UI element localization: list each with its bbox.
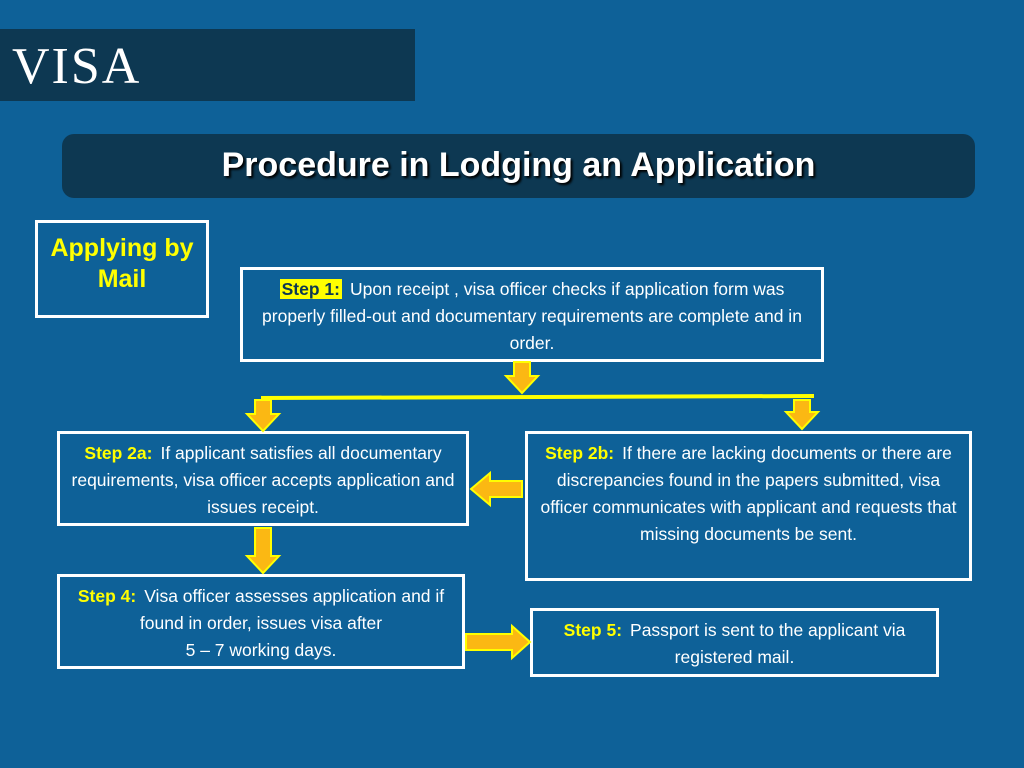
down-arrow-icon — [244, 399, 282, 433]
step4-label: Step 4: — [77, 586, 137, 606]
slide-title: VISA — [12, 38, 142, 95]
step2a-text: If applicant satisfies all documentary r… — [71, 443, 455, 517]
step4-text: Visa officer assesses application and if… — [139, 586, 445, 633]
title-bar: VISA — [0, 29, 415, 101]
step2b-text: If there are lacking documents or there … — [540, 443, 957, 544]
step1-box: Step 1:Upon receipt , visa officer check… — [240, 267, 824, 362]
step5-text: Passport is sent to the applicant via re… — [630, 620, 906, 667]
step5-label: Step 5: — [563, 620, 623, 640]
down-arrow-icon — [503, 361, 541, 395]
slide-subtitle: Procedure in Lodging an Application — [221, 146, 816, 184]
step2b-box: Step 2b:If there are lacking documents o… — [525, 431, 972, 581]
mode-label: Applying by Mail — [50, 234, 194, 293]
step2a-label: Step 2a: — [84, 443, 153, 463]
step4-box: Step 4:Visa officer assesses application… — [57, 574, 465, 669]
down-arrow-icon — [244, 527, 282, 575]
step4-text-line2: 5 – 7 working days. — [185, 640, 337, 660]
step5-box: Step 5: Passport is sent to the applicant… — [530, 608, 939, 677]
right-arrow-icon — [465, 623, 532, 661]
step1-text: Upon receipt , visa officer checks if ap… — [262, 279, 802, 353]
subtitle-banner: Procedure in Lodging an Application — [62, 134, 975, 198]
step1-label: Step 1: — [279, 279, 342, 299]
down-arrow-icon — [783, 399, 821, 431]
step2a-box: Step 2a:If applicant satisfies all docum… — [57, 431, 469, 526]
step2b-label: Step 2b: — [545, 443, 615, 463]
branch-connector-line — [260, 394, 815, 400]
left-arrow-icon — [469, 470, 523, 508]
mode-label-box: Applying by Mail — [35, 220, 209, 318]
